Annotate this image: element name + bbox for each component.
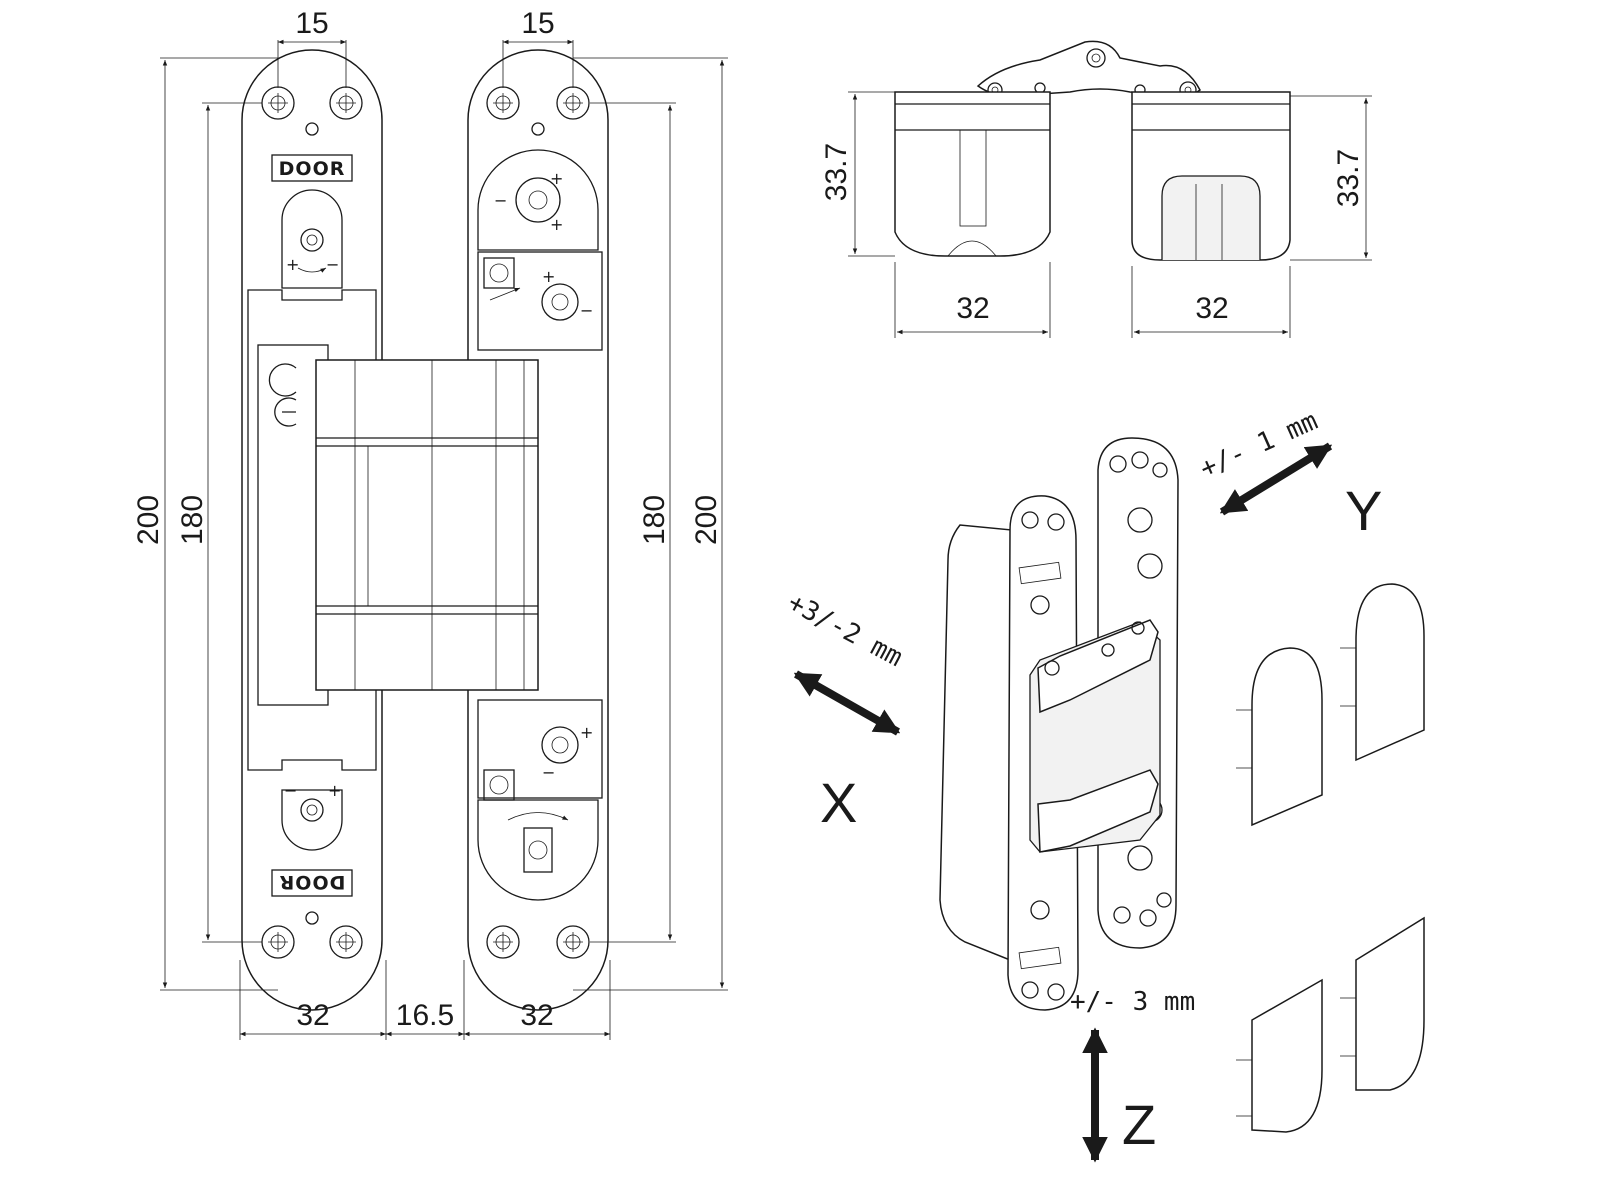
cover-caps [1236,583,1425,1133]
x-axis-label: X [820,771,857,834]
dim-inner-height-right: 180 [638,495,671,545]
dim-total-height-right: 200 [690,495,723,545]
minus-mark: − [542,763,555,782]
cover-cap [1251,978,1323,1133]
y-axis-label: Y [1345,479,1382,542]
cover-cap [1251,647,1323,827]
plus-mark: + [286,255,299,274]
side-view: 33.7 33.7 32 32 [820,40,1372,338]
dim-hole-spacing-right: 15 [521,7,554,40]
dim-side-width-right: 32 [1195,292,1228,325]
plus-mark: + [542,267,555,286]
door-label-bottom: DOOR [279,871,346,893]
cover-cap [1355,583,1425,762]
minus-mark: − [284,781,297,800]
dim-depth-right: 33.7 [1332,149,1365,207]
dim-depth-left: 33.7 [820,143,853,201]
plus-mark: + [328,781,341,800]
dim-side-width-left: 32 [956,292,989,325]
y-adjust-range: +/- 1 mm [1196,406,1323,484]
mounting-hole [556,925,590,959]
dim-hole-spacing-left: 15 [295,7,328,40]
dim-gap-width: 16.5 [396,999,454,1032]
dim-plate-width-right: 32 [520,999,553,1032]
hinge-knuckle [315,359,539,691]
x-adjust-arrow [793,670,901,736]
minus-mark: − [494,191,507,210]
z-adjust-range: +/- 3 mm [1070,987,1195,1017]
y-adjust-arrow [1219,442,1333,516]
plus-mark: + [580,723,593,742]
cover-cap [1355,916,1425,1091]
plus-mark: + [550,215,563,234]
minus-mark: − [326,255,339,274]
dim-plate-width-left: 32 [296,999,329,1032]
door-label-top: DOOR [279,158,346,180]
z-axis-label: Z [1122,1093,1156,1156]
mounting-hole [486,925,520,959]
isometric-hinge [939,437,1179,1011]
plus-mark: + [550,169,563,188]
minus-mark: − [580,301,593,320]
dim-inner-height-left: 180 [176,495,209,545]
dim-total-height-left: 200 [132,495,165,545]
mounting-hole [329,925,363,959]
front-view-left-plate: DOOR + − − + DOOR [241,49,383,1011]
x-adjust-range: +3/-2 mm [783,588,908,673]
front-dimensions: 15 15 200 180 180 200 32 16.5 32 [132,7,728,1040]
